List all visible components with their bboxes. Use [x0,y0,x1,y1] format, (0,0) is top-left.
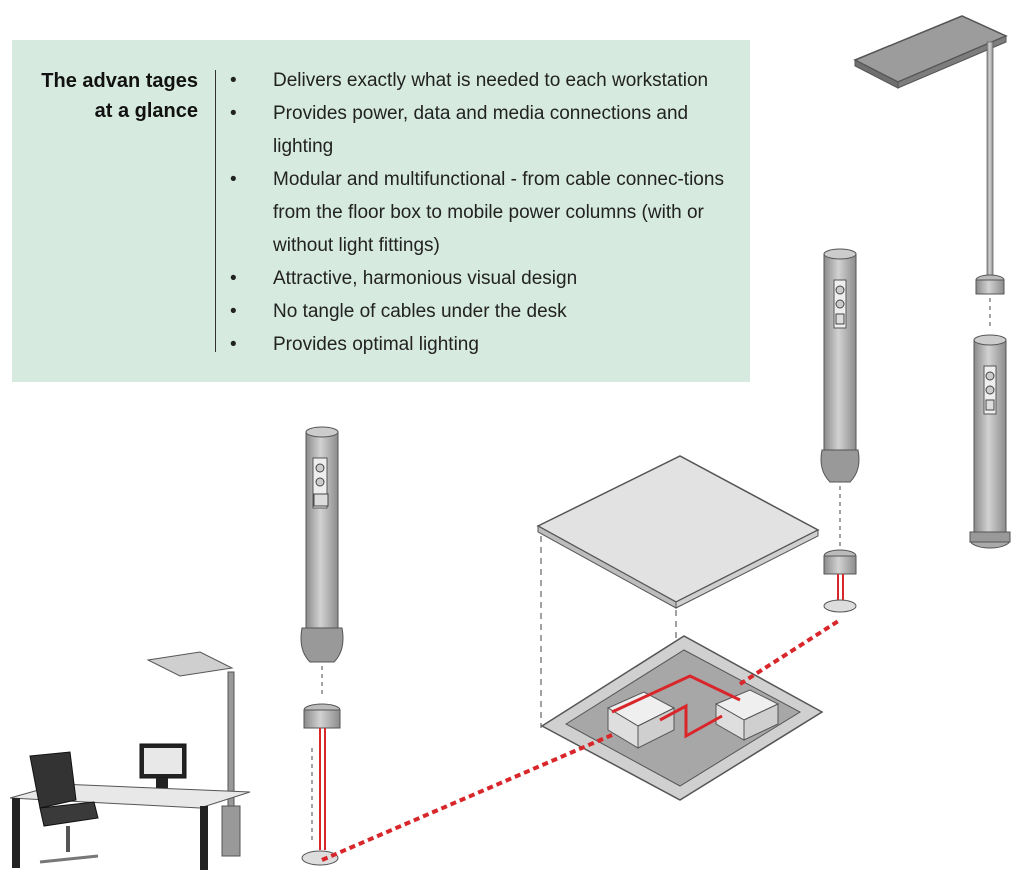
advantage-item: • Provides power, data and media connect… [230,97,760,163]
cable-routes [321,618,842,862]
heading-line-1: The advan tages [41,70,198,92]
power-column-left [300,426,344,866]
desk-workstation [9,651,251,870]
advantage-item: • No tangle of cables under the desk [230,295,760,328]
bullet-dot: • [230,268,237,289]
advantage-text: Delivers exactly what is needed to each … [273,70,709,91]
bullet-dot: • [230,103,237,124]
advantage-text: Attractive, harmonious visual design [273,268,578,289]
advantage-text: Provides optimal lighting [273,334,479,355]
advantage-item: • Delivers exactly what is needed to eac… [230,64,760,97]
heading-line-2: at a glance [94,100,198,122]
advantages-heading: The advan tages at a glance [34,66,198,126]
heading-divider [215,70,216,352]
bullet-dot: • [230,301,237,322]
advantage-item: • Attractive, harmonious visual design [230,262,760,295]
advantage-item: • Provides optimal lighting [230,328,760,361]
advantage-text: Provides power, data and media connectio… [273,103,689,157]
advantages-panel [12,40,750,382]
advantage-text: No tangle of cables under the desk [273,301,567,322]
power-column-right [820,248,860,613]
advantages-list: • Delivers exactly what is needed to eac… [230,64,760,361]
bullet-dot: • [230,169,237,190]
floor-lamp-column [853,15,1011,549]
advantage-item: • Modular and multifunctional - from cab… [230,163,760,262]
advantage-text: Modular and multifunctional - from cable… [273,169,724,256]
bullet-dot: • [230,70,237,91]
bullet-dot: • [230,334,237,355]
